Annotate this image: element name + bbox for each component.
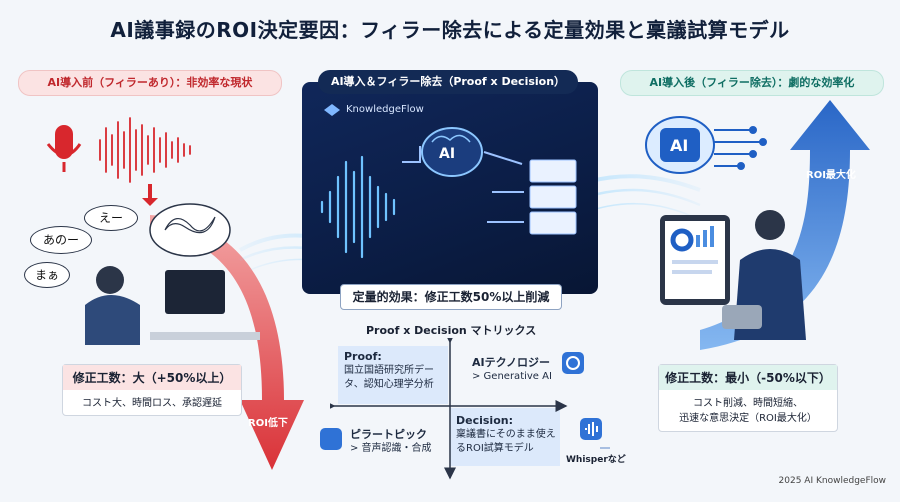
pillar-topic-text: ピラートピック > 音声認識・合成 <box>350 428 450 456</box>
filler-bubble-ano: あのー <box>30 226 92 254</box>
pillar-topic-head: ピラートピック <box>350 428 427 441</box>
generative-ai-icon <box>562 352 584 374</box>
left-scene-graphics <box>46 117 260 345</box>
ai-tech-body: > Generative AI <box>472 371 552 382</box>
quantitative-effect-text: 定量的効果：修正工数50%以上削減 <box>352 290 550 304</box>
circuit-lines-icon <box>714 126 767 170</box>
before-cost-body: コスト大、時間ロス、承認遅延 <box>82 398 222 409</box>
stressed-worker-icon <box>85 266 260 345</box>
quantitative-effect-box: 定量的効果：修正工数50%以上削減 <box>340 284 562 310</box>
roi-up-arrow <box>700 100 870 350</box>
decision-head: Decision: <box>456 414 513 427</box>
pillar-topic-icon <box>320 428 342 450</box>
waveform-icon <box>320 155 396 259</box>
roi-up-label: ROI最大化 <box>806 170 856 181</box>
down-arrow-icon <box>142 184 158 206</box>
proof-head: Proof: <box>344 350 382 363</box>
before-cost-box: 修正工数：大（+50%以上） コスト大、時間ロス、承認遅延 <box>62 364 242 416</box>
ai-tech-text: AIテクノロジー > Generative AI <box>472 356 572 384</box>
proof-body: 国立国語研究所データ、認知心理学分析 <box>344 365 434 390</box>
microphone-icon <box>46 125 82 172</box>
ai-right-label: AI <box>670 136 689 155</box>
filler-bubble-maa: まぁ <box>24 262 70 288</box>
footer-credit: 2025 AI KnowledgeFlow <box>778 476 886 486</box>
tangled-thought-icon <box>149 203 231 257</box>
flow-arrows <box>402 146 524 223</box>
matrix-title: Proof x Decision マトリックス <box>366 324 537 337</box>
after-cost-body-1: コスト削減、時間短縮、 <box>693 398 803 409</box>
after-cost-head: 修正工数：最小（-50%以下） <box>659 365 837 390</box>
before-cost-head: 修正工数：大（+50%以上） <box>63 365 241 390</box>
document-stack-icon <box>529 159 577 235</box>
matrix-decision-quadrant <box>450 408 560 466</box>
decision-body: 稟議書にそのまま使えるROI試算モデル <box>456 429 556 454</box>
after-cost-body-2: 迅速な意思決定（ROI最大化） <box>679 413 817 424</box>
before-ai-header: AI導入前（フィラーあり）：非効率な現状 <box>18 70 282 96</box>
after-ai-header: AI導入後（フィラー除去）：劇的な効率化 <box>620 70 884 96</box>
brand-name: KnowledgeFlow <box>346 104 424 115</box>
roi-down-arrow <box>150 215 304 470</box>
page-title: AI議事録のROI決定要因：フィラー除去による定量効果と稟議試算モデル <box>110 18 790 42</box>
after-cost-box: 修正工数：最小（-50%以下） コスト削減、時間短縮、 迅速な意思決定（ROI最… <box>658 364 838 432</box>
roi-down-label: ROI低下 <box>248 418 288 429</box>
dashboard-tablet-icon <box>660 215 730 305</box>
pillar-topic-body: > 音声認識・合成 <box>350 443 432 454</box>
noisy-waveform-icon <box>99 117 191 183</box>
connector-line <box>600 447 610 449</box>
right-scene-graphics <box>645 116 806 340</box>
proof-quadrant-text: Proof: 国立国語研究所データ、認知心理学分析 <box>344 350 448 392</box>
whisper-label: Whisperなど <box>566 455 626 465</box>
ai-label: AI <box>439 146 456 162</box>
whisper-icon <box>580 418 602 440</box>
brand-logo-icon <box>324 104 340 116</box>
filler-bubble-e: えー <box>84 205 138 231</box>
ai-tech-head: AIテクノロジー <box>472 356 550 369</box>
center-panel-graphics <box>320 104 577 259</box>
ai-process-header: AI導入＆フィラー除去（Proof x Decision） <box>318 70 578 94</box>
confident-businessman-icon <box>722 210 806 340</box>
matrix-proof-quadrant <box>338 346 448 404</box>
ai-brain-right-icon <box>645 116 715 174</box>
decision-quadrant-text: Decision: 稟議書にそのまま使えるROI試算モデル <box>456 414 562 456</box>
ai-brain-icon <box>421 127 483 177</box>
matrix-graphics <box>330 338 610 480</box>
